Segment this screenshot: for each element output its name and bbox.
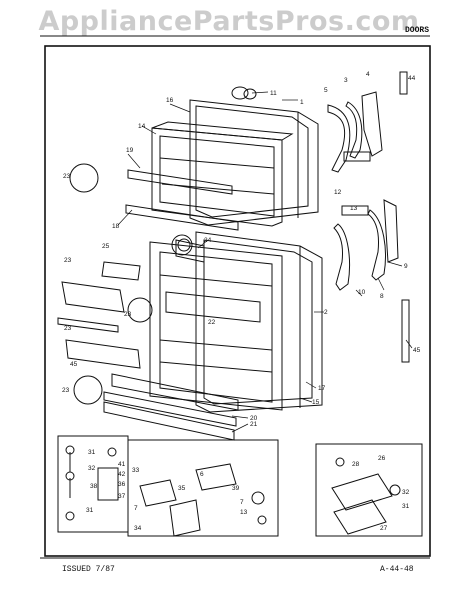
callout-26: 24 (204, 237, 212, 244)
callout-14: 14 (138, 123, 146, 130)
callout-numbers: 11 1 16 14 19 23 18 25 24 23 23 45 23 22… (62, 71, 421, 532)
dairy-compartment (175, 238, 205, 263)
light-socket-part (231, 86, 257, 100)
callout-29: 27 (380, 525, 388, 532)
header-section-title: DOORS (405, 26, 430, 35)
callout-9: 9 (404, 263, 408, 270)
callout-7-b: 7 (240, 499, 244, 506)
diagram-frame (44, 45, 431, 557)
callout-45: 45 (70, 361, 78, 368)
callout-35: 35 (178, 485, 186, 492)
callout-20: 20 (250, 415, 258, 422)
callout-31-a: 31 (88, 449, 96, 456)
callout-43: 44 (408, 75, 416, 82)
callout-27: 25 (102, 243, 110, 250)
callout-44: 45 (413, 347, 421, 354)
hinge-inset-box-middle (127, 439, 279, 537)
detail-magnifier-circles (69, 163, 193, 405)
callout-33: 33 (132, 467, 140, 474)
callout-13-b: 13 (240, 509, 248, 516)
callout-31-b: 31 (86, 507, 94, 514)
callout-13: 13 (350, 205, 358, 212)
freezer-shelf-bars (125, 169, 239, 231)
fresh-food-door-liner (149, 241, 283, 411)
callout-6: 6 (200, 471, 204, 478)
door-gaskets (399, 71, 410, 363)
fresh-food-door-outer-panel (195, 231, 323, 413)
callout-21: 21 (250, 421, 258, 428)
callout-8: 8 (380, 293, 384, 300)
callout-10: 10 (358, 289, 366, 296)
fresh-food-shelf-bars (103, 373, 239, 441)
callout-31-c: 31 (402, 503, 410, 510)
callout-5: 5 (324, 87, 328, 94)
callout-30: 28 (352, 461, 360, 468)
callout-18: 18 (112, 223, 120, 230)
watermark: AppliancePartsPros.com (38, 6, 420, 37)
callout-36: 38 (90, 483, 98, 490)
callout-38: 36 (118, 481, 126, 488)
egg-tray-and-bins (57, 261, 141, 369)
callout-22: 22 (208, 319, 216, 326)
callout-23-b: 23 (124, 311, 132, 318)
hinge-inset-box-right (315, 443, 423, 537)
callout-12: 12 (334, 189, 342, 196)
callout-32-a: 32 (88, 465, 96, 472)
callout-37: 39 (232, 485, 240, 492)
callout-23-c: 23 (62, 387, 70, 394)
callout-19: 19 (126, 147, 134, 154)
callout-32-b: 32 (402, 489, 410, 496)
freezer-door-outer-panel (189, 99, 319, 226)
callout-28: 26 (378, 455, 386, 462)
callout-4: 4 (366, 71, 370, 78)
callout-16: 16 (166, 97, 174, 104)
callout-34: 34 (134, 525, 142, 532)
callout-17: 17 (318, 385, 326, 392)
issued-date-text: ISSUED 7/87 (62, 565, 115, 574)
callout-11: 11 (270, 90, 277, 97)
callout-15: 15 (312, 399, 320, 406)
leader-lines (117, 91, 413, 433)
callout-3: 3 (344, 77, 348, 84)
callout-41: 41 (118, 461, 126, 468)
callout-25: 23 (64, 325, 72, 332)
hinge-assemblies (327, 91, 399, 291)
callout-42: 42 (118, 471, 126, 478)
callout-23-a: 23 (63, 173, 71, 180)
callout-7-a: 7 (134, 505, 138, 512)
callout-2: 2 (324, 309, 328, 316)
page-code-text: A-44-48 (380, 565, 414, 574)
callout-24: 23 (64, 257, 72, 264)
callout-1: 1 (300, 99, 304, 106)
callout-39: 37 (118, 493, 126, 500)
